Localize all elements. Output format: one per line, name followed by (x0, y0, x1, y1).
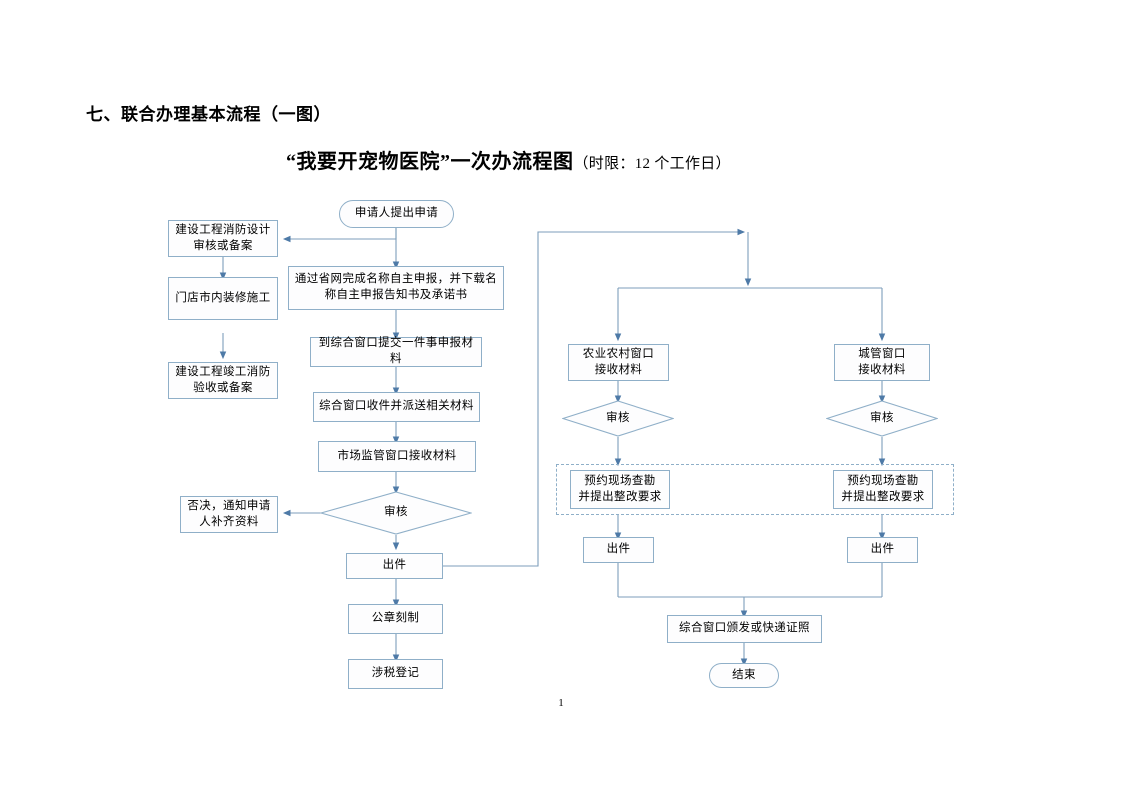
node-review-agriculture[interactable]: 审核 (562, 400, 674, 437)
diamond-shape (562, 400, 674, 437)
node-fire-completion-acceptance[interactable]: 建设工程竣工消防 验收或备案 (168, 362, 278, 399)
survey-group-dashed-boundary (556, 464, 954, 515)
node-review-urban-management[interactable]: 审核 (826, 400, 938, 437)
node-issue-urban-management[interactable]: 出件 (847, 537, 918, 563)
node-end[interactable]: 结束 (709, 663, 779, 688)
node-issue-main[interactable]: 出件 (346, 553, 443, 579)
node-site-survey-agriculture[interactable]: 预约现场查勘 并提出整改要求 (570, 470, 670, 509)
node-start[interactable]: 申请人提出申请 (339, 200, 454, 228)
chart-title-suffix: （时限：12 个工作日） (573, 156, 731, 172)
node-urban-management-window-receive[interactable]: 城管窗口 接收材料 (834, 344, 930, 381)
node-label: 审核 (384, 506, 408, 519)
node-fire-design-review[interactable]: 建设工程消防设计 审核或备案 (168, 220, 278, 257)
page-number: 1 (558, 697, 564, 709)
node-agriculture-window-receive[interactable]: 农业农村窗口 接收材料 (568, 344, 669, 381)
node-site-survey-urban-management[interactable]: 预约现场查勘 并提出整改要求 (833, 470, 933, 509)
chart-title: “我要开宠物医院”一次办流程图 (286, 151, 574, 173)
node-seal-engraving[interactable]: 公章刻制 (348, 604, 443, 634)
node-label: 审核 (606, 411, 630, 424)
node-review-main[interactable]: 审核 (320, 491, 472, 535)
diamond-shape (320, 491, 472, 535)
node-deliver-license[interactable]: 综合窗口颁发或快递证照 (667, 615, 822, 643)
diamond-shape (826, 400, 938, 437)
node-issue-agriculture[interactable]: 出件 (583, 537, 654, 563)
node-reject-notify-applicant[interactable]: 否决，通知申请 人补齐资料 (180, 496, 278, 533)
node-receive-and-dispatch[interactable]: 综合窗口收件并派送相关材料 (313, 392, 480, 422)
node-shop-interior-decoration[interactable]: 门店市内装修施工 (168, 277, 278, 320)
node-tax-registration[interactable]: 涉税登记 (348, 659, 443, 689)
section-heading: 七、联合办理基本流程（一图） (86, 105, 331, 124)
chart-title-row: “我要开宠物医院”一次办流程图（时限：12 个工作日） (286, 145, 731, 174)
node-market-supervision-receive[interactable]: 市场监管窗口接收材料 (318, 441, 476, 472)
node-provincial-name-declaration[interactable]: 通过省网完成名称自主申报，并下载名 称自主申报告知书及承诺书 (288, 266, 504, 310)
node-submit-materials[interactable]: 到综合窗口提交一件事申报材料 (310, 337, 482, 367)
node-label: 审核 (870, 411, 894, 424)
